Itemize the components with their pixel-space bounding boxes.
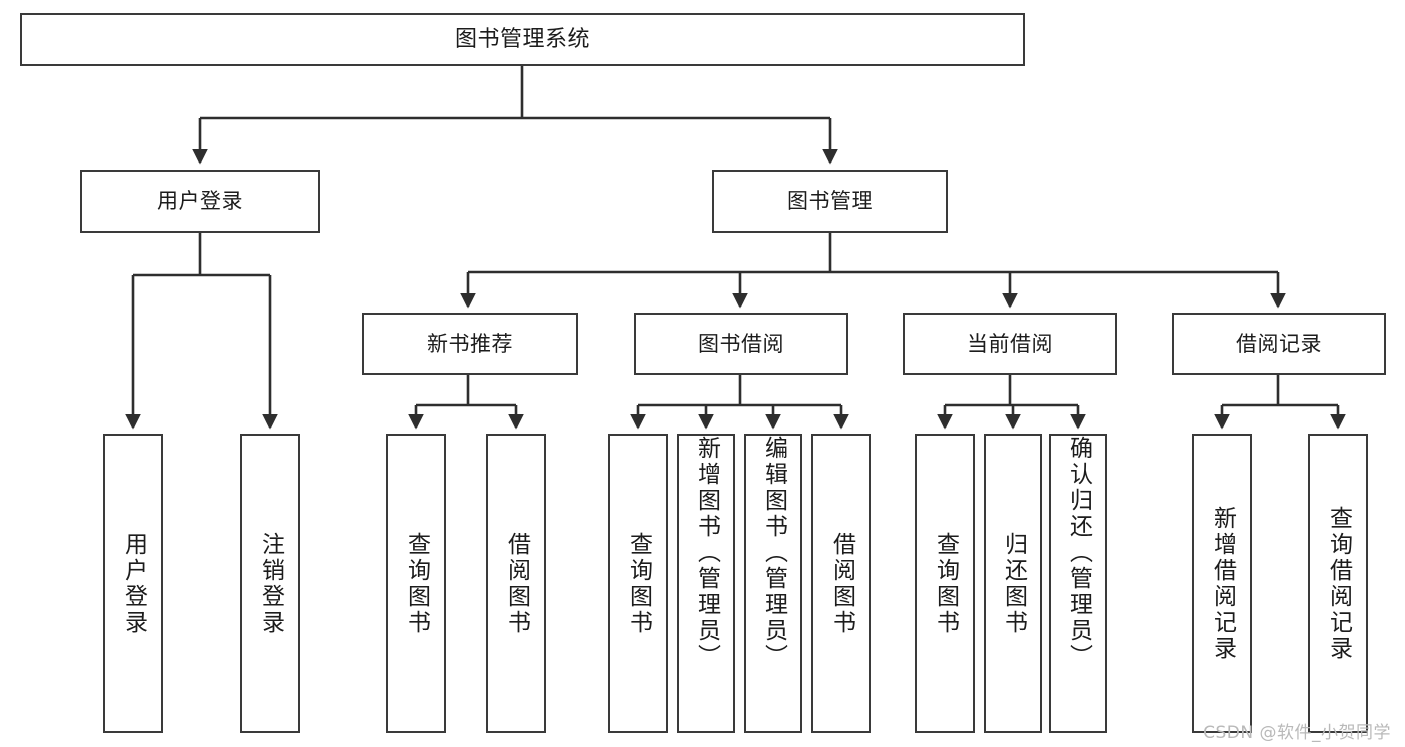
- node-leaf-edit-book[interactable]: 编辑图书（管理员）: [744, 434, 802, 733]
- node-leaf-confirm-return[interactable]: 确认归还（管理员）: [1049, 434, 1107, 733]
- node-label: 借阅图书: [828, 531, 855, 636]
- node-label: 图书管理: [787, 189, 873, 214]
- node-label: 查询图书: [403, 531, 430, 636]
- node-leaf-logout[interactable]: 注销登录: [240, 434, 300, 733]
- node-label: 图书管理系统: [454, 26, 590, 52]
- node-leaf-return-book[interactable]: 归还图书: [984, 434, 1042, 733]
- node-leaf-query-record[interactable]: 查询借阅记录: [1308, 434, 1368, 733]
- node-label: 确认归还（管理员）: [1065, 436, 1092, 670]
- node-leaf-borrow-book-2[interactable]: 借阅图书: [811, 434, 871, 733]
- node-label: 查询图书: [932, 531, 959, 636]
- node-user-login[interactable]: 用户登录: [80, 170, 320, 233]
- node-label: 用户登录: [120, 531, 147, 636]
- node-label: 注销登录: [257, 531, 284, 636]
- node-book-borrow[interactable]: 图书借阅: [634, 313, 848, 375]
- node-leaf-borrow-book-1[interactable]: 借阅图书: [486, 434, 546, 733]
- node-label: 查询图书: [625, 531, 652, 636]
- node-label: 当前借阅: [967, 331, 1053, 356]
- node-label: 归还图书: [1000, 531, 1027, 636]
- node-new-book-recommend[interactable]: 新书推荐: [362, 313, 578, 375]
- node-leaf-add-record[interactable]: 新增借阅记录: [1192, 434, 1252, 733]
- node-label: 查询借阅记录: [1325, 505, 1352, 662]
- node-label: 图书借阅: [698, 331, 784, 356]
- node-root-system[interactable]: 图书管理系统: [20, 13, 1025, 66]
- node-label: 新增图书（管理员）: [693, 436, 720, 670]
- node-leaf-query-book-2[interactable]: 查询图书: [608, 434, 668, 733]
- node-label: 借阅记录: [1236, 331, 1322, 356]
- node-leaf-add-book[interactable]: 新增图书（管理员）: [677, 434, 735, 733]
- node-current-borrow[interactable]: 当前借阅: [903, 313, 1117, 375]
- node-label: 用户登录: [157, 189, 243, 214]
- node-label: 新增借阅记录: [1209, 505, 1236, 662]
- node-label: 新书推荐: [427, 331, 513, 356]
- node-leaf-query-book-1[interactable]: 查询图书: [386, 434, 446, 733]
- node-leaf-query-book-3[interactable]: 查询图书: [915, 434, 975, 733]
- csdn-watermark: CSDN @软件_小贺同学: [1203, 723, 1391, 743]
- node-borrow-record[interactable]: 借阅记录: [1172, 313, 1386, 375]
- node-leaf-user-login[interactable]: 用户登录: [103, 434, 163, 733]
- node-label: 借阅图书: [503, 531, 530, 636]
- node-label: 编辑图书（管理员）: [760, 436, 787, 670]
- node-book-manage[interactable]: 图书管理: [712, 170, 948, 233]
